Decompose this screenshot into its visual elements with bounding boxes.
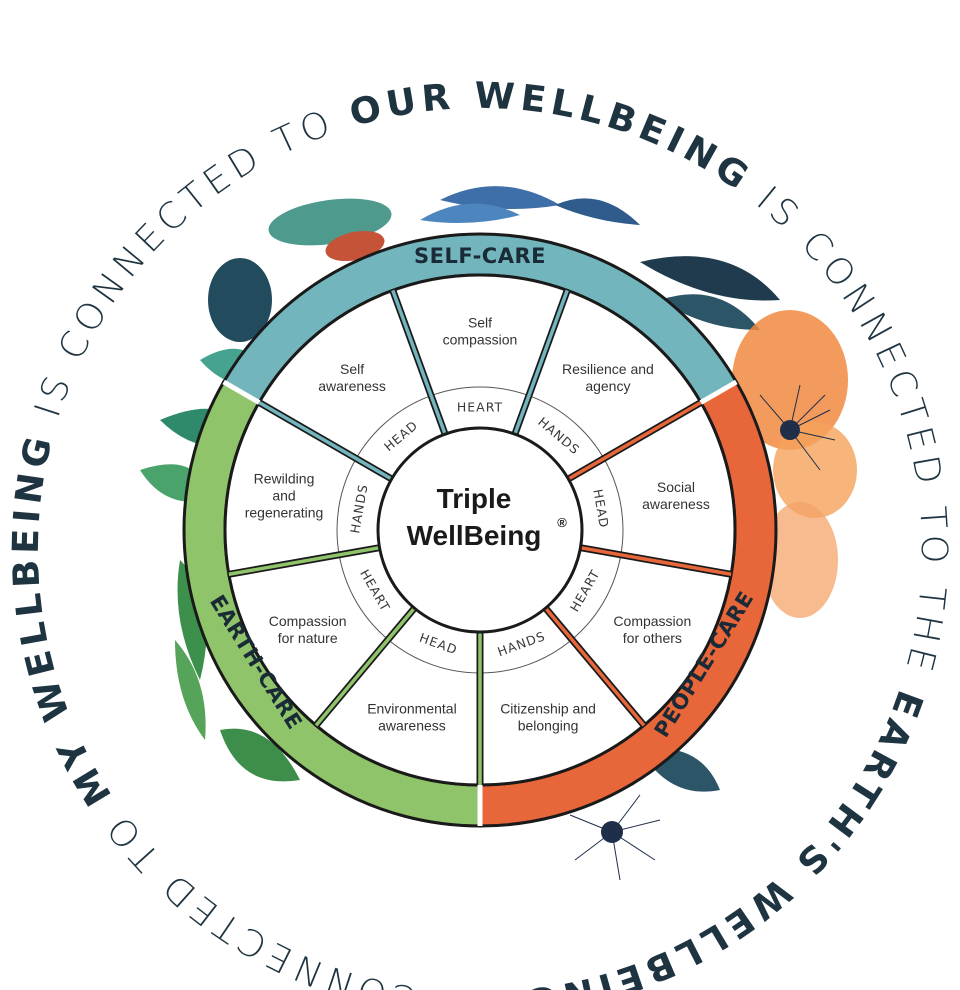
leaf-icon	[440, 186, 560, 209]
leaf-icon	[773, 422, 857, 518]
keyword-label: HEAD	[590, 488, 612, 529]
center-title-line2: WellBeing	[407, 520, 542, 551]
leaf-icon	[420, 203, 520, 224]
segment-divider-fill	[258, 400, 393, 481]
foliage-decoration	[140, 186, 857, 881]
flower-icon	[759, 384, 836, 471]
leaf-icon	[175, 640, 206, 740]
band-divider	[699, 379, 738, 405]
segment-divider-fill	[567, 400, 702, 481]
center-title-line1: Triple	[437, 483, 512, 514]
leaf-icon	[640, 256, 780, 301]
leaf-icon	[660, 294, 760, 330]
registered-mark: ®	[557, 515, 567, 530]
leaf-icon	[762, 502, 838, 618]
segment-dividers	[222, 289, 738, 826]
band-divider	[222, 379, 261, 405]
leaf-icon	[555, 198, 640, 225]
segment-divider-fill	[513, 289, 569, 435]
segment-divider-fill	[544, 607, 646, 727]
keyword-label: HEART	[457, 400, 503, 415]
leaf-icon	[220, 728, 300, 782]
segment-divider-fill	[391, 289, 447, 435]
segment-divider-fill	[228, 545, 380, 577]
flower-icon	[569, 794, 661, 881]
center-circle	[376, 426, 584, 634]
self-care-label: SELF-CARE	[414, 244, 546, 268]
segment-divider-fill	[580, 545, 732, 577]
segment-divider-fill	[314, 607, 416, 727]
leaf-icon	[208, 258, 272, 342]
